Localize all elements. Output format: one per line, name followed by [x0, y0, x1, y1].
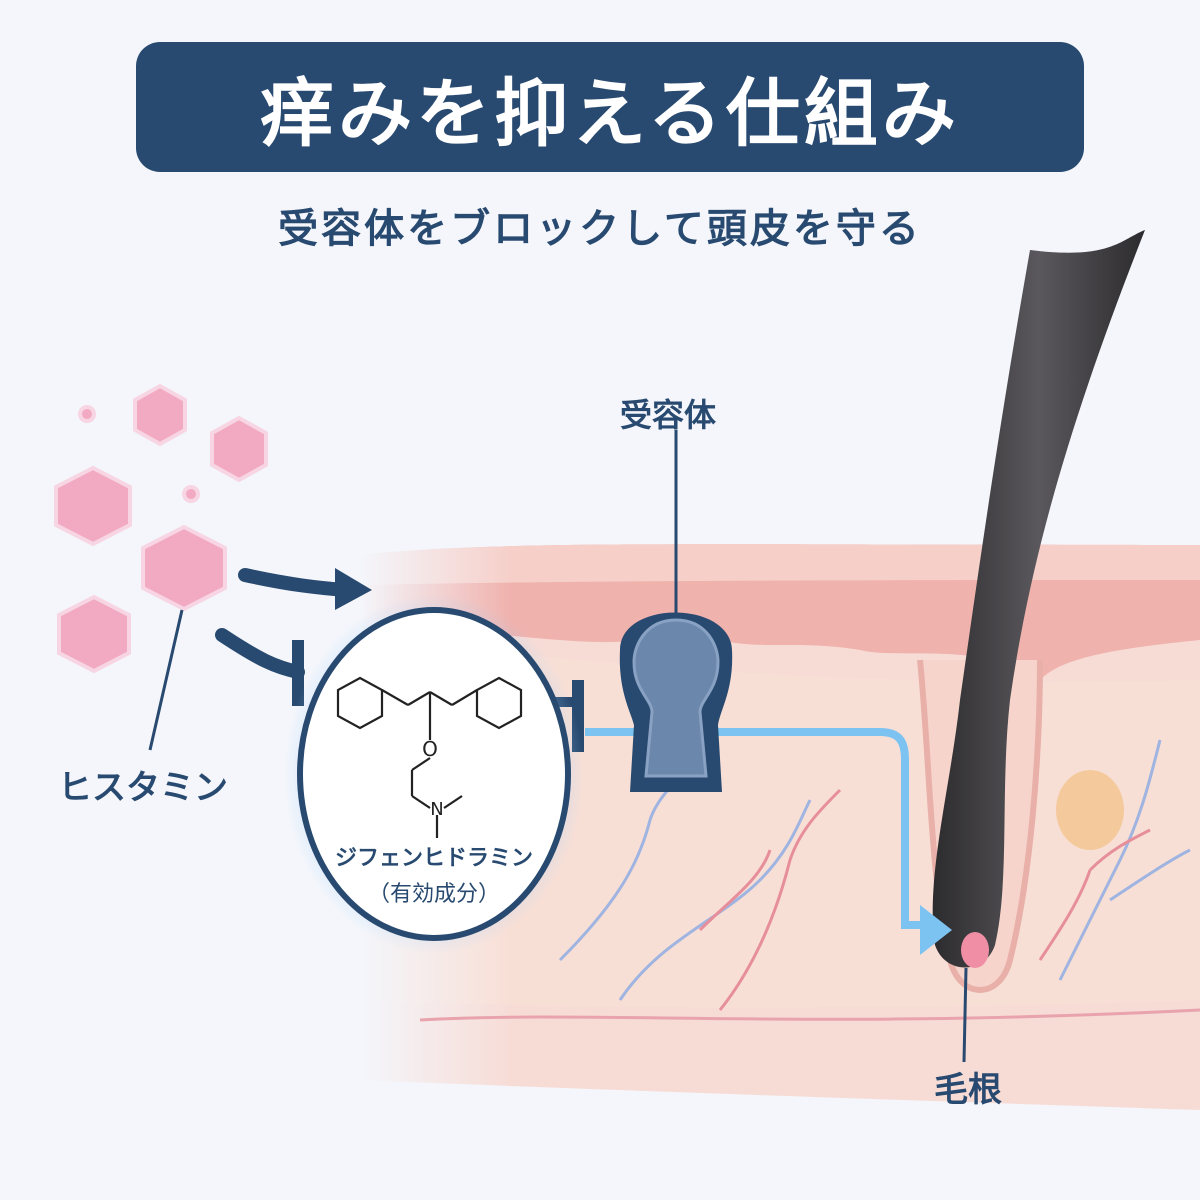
- hair-follicle: [917, 230, 1145, 1063]
- page-subtitle: 受容体をブロックして頭皮を守る: [278, 206, 922, 252]
- drug-name-label: ジフェンヒドラミン: [334, 846, 533, 871]
- signal-path: [585, 728, 935, 929]
- block-symbols: [215, 568, 584, 752]
- antihistamine-molecule: O N: [284, 594, 584, 954]
- histamine-leader: [148, 609, 184, 751]
- histamine-hexagon: [141, 524, 227, 612]
- signal-arrowhead: [920, 905, 952, 955]
- hair-shaft: [932, 230, 1145, 968]
- histamine-label: ヒスタミン: [58, 768, 228, 808]
- histamine-molecules: [54, 383, 268, 674]
- title-banner: 痒みを抑える仕組み: [136, 42, 1084, 172]
- receptor: [619, 430, 733, 792]
- receptor-label: 受容体: [620, 396, 717, 434]
- arrow-to-receptor: [335, 568, 372, 610]
- nitrogen-atom: N: [430, 799, 443, 820]
- sebaceous-gland: [1056, 770, 1124, 850]
- oxygen-atom: O: [422, 737, 438, 761]
- histamine-hexagon: [57, 594, 131, 674]
- drug-note-label: （有効成分）: [367, 882, 500, 907]
- hair-root-label: 毛根: [934, 1070, 1002, 1110]
- hair-root-bulb: [961, 932, 989, 968]
- hair-root-leader: [962, 967, 968, 1063]
- histamine-hexagon: [54, 465, 132, 547]
- histamine-particle: [78, 405, 96, 423]
- page-title: 痒みを抑える仕組み: [260, 70, 960, 157]
- histamine-hexagon: [133, 383, 187, 447]
- keyhole-icon: [632, 618, 720, 778]
- histamine-hexagon: [210, 415, 268, 483]
- structural-formula: [336, 676, 523, 838]
- histamine-particle: [182, 485, 200, 503]
